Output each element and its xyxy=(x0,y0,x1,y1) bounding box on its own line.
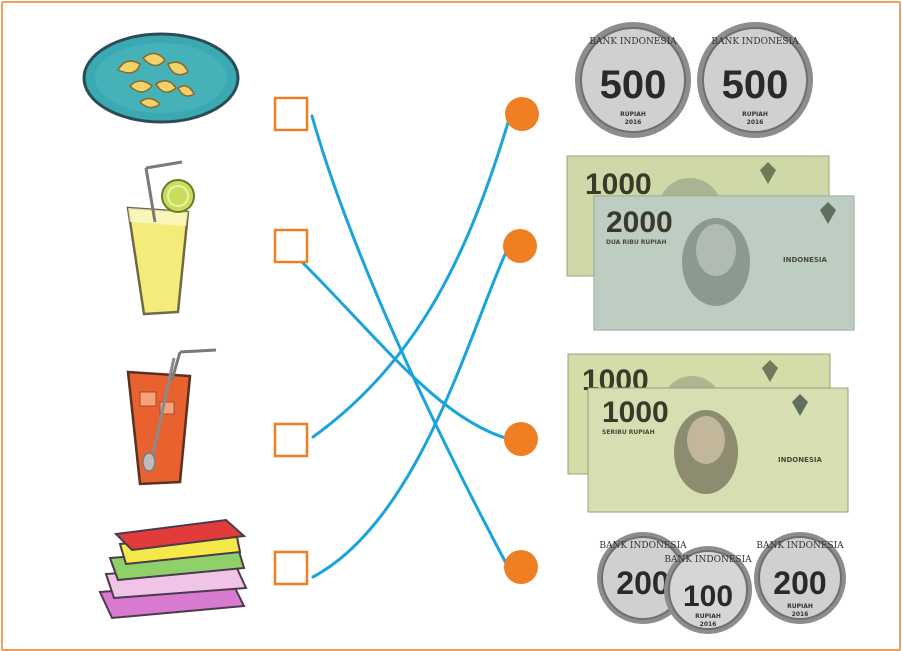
banknote-denomination-label: DUA RIBU RUPIAH xyxy=(606,239,667,246)
coin-issuer-label: BANK INDONESIA xyxy=(711,37,799,47)
connector-line-3 xyxy=(311,114,512,439)
coin-500-left: BANK INDONESIA 500 RUPIAH 2016 xyxy=(575,22,691,138)
answer-box-2[interactable] xyxy=(273,228,309,264)
iced-tea-glass-icon xyxy=(126,348,217,486)
coin-year-label: 2016 xyxy=(700,621,717,628)
coin-unit-label: RUPIAH xyxy=(620,111,646,118)
coin-500-right: BANK INDONESIA 500 RUPIAH 2016 xyxy=(697,22,813,138)
banknote-value-label: 2000 xyxy=(606,206,673,239)
answer-box-4[interactable] xyxy=(273,550,309,586)
coin-100-middle: BANK INDONESIA 100 RUPIAH 2016 xyxy=(664,546,752,634)
coin-issuer-label: BANK INDONESIA xyxy=(599,541,687,551)
banknote-denomination-label: SERIBU RUPIAH xyxy=(602,429,655,436)
answer-lines xyxy=(300,114,512,579)
lemon-juice-glass-icon xyxy=(126,160,195,316)
coin-year-label: 2016 xyxy=(792,611,809,618)
answer-dot-1[interactable] xyxy=(505,97,539,131)
banknote-2000-front: 2000 DUA RIBU RUPIAH INDONESIA xyxy=(593,195,855,331)
connector-line-4 xyxy=(311,248,509,579)
coin-issuer-label: BANK INDONESIA xyxy=(589,37,677,47)
coin-unit-label: RUPIAH xyxy=(695,613,721,620)
banknote-country-label: INDONESIA xyxy=(783,256,828,264)
coin-year-label: 2016 xyxy=(625,119,642,126)
coin-issuer-label: BANK INDONESIA xyxy=(756,541,844,551)
connector-line-2 xyxy=(300,260,511,441)
banknotes-1000-1000: 1000 1000 SERIBU RUPIAH INDONESIA xyxy=(567,353,849,513)
coins-200-100-200: BANK INDONESIA 200 BANK INDONESIA 200 RU… xyxy=(597,532,846,634)
banknote-value-label: 1000 xyxy=(602,396,669,429)
coin-value-label: 200 xyxy=(773,565,826,601)
coin-unit-label: RUPIAH xyxy=(742,111,768,118)
answer-dot-4[interactable] xyxy=(504,550,538,584)
answer-box-3[interactable] xyxy=(273,422,309,458)
coin-value-label: 500 xyxy=(600,63,667,107)
coin-value-label: 100 xyxy=(683,580,733,613)
coin-value-label: 200 xyxy=(616,565,669,601)
fried-banana-plate-icon xyxy=(82,32,240,124)
banknote-country-label: INDONESIA xyxy=(778,456,823,464)
answer-dots xyxy=(503,97,539,584)
coin-value-label: 500 xyxy=(722,63,789,107)
coin-200-right: BANK INDONESIA 200 RUPIAH 2016 xyxy=(754,532,846,624)
answer-dot-2[interactable] xyxy=(503,229,537,263)
answer-box-1[interactable] xyxy=(273,96,309,132)
coin-issuer-label: BANK INDONESIA xyxy=(664,555,752,565)
book-stack-icon xyxy=(98,518,248,620)
coins-500: BANK INDONESIA 500 RUPIAH 2016 BANK INDO… xyxy=(575,22,813,138)
answer-dot-3[interactable] xyxy=(504,422,538,456)
banknotes-1000-2000: 1000 2000 DUA RIBU RUPIAH INDONESIA xyxy=(566,155,855,331)
banknote-1000-front: 1000 SERIBU RUPIAH INDONESIA xyxy=(587,387,849,513)
coin-year-label: 2016 xyxy=(747,119,764,126)
connector-line-1 xyxy=(310,114,510,569)
coin-unit-label: RUPIAH xyxy=(787,603,813,610)
answer-boxes xyxy=(273,96,309,586)
